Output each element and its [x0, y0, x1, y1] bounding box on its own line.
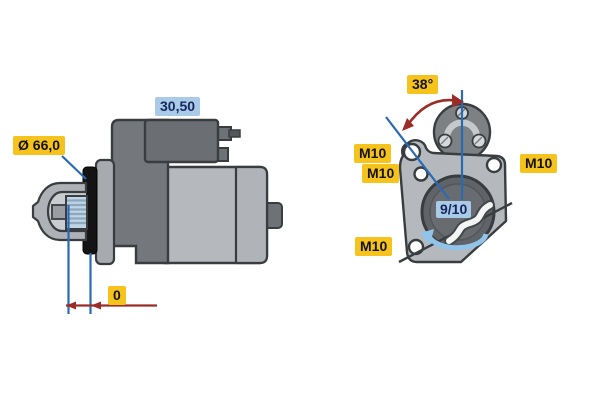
pinion-gear: [65, 195, 88, 230]
angled-reference-line: [385, 116, 450, 200]
mounting-fork: [31, 181, 88, 242]
motor-end-cap: [234, 165, 269, 265]
label-solenoid-length: 30,50: [155, 97, 201, 116]
label-thread-m10-4: M10: [355, 237, 393, 256]
end-view: [385, 90, 513, 264]
rotation-arrowhead: [420, 229, 434, 245]
label-thread-m10-1: M10: [354, 144, 392, 163]
red-dimension-line: [66, 301, 157, 310]
label-pinion-offset: 0: [108, 286, 126, 305]
arc-arrowhead-right: [452, 94, 464, 107]
label-thread-m10-2: M10: [362, 164, 400, 183]
solenoid-bolts: [437, 106, 487, 149]
drive-end-plate: [94, 158, 116, 266]
dimension-arrowhead-left: [66, 301, 76, 310]
blue-dimension-lines-side: [61, 155, 92, 314]
side-view: [31, 118, 283, 314]
diameter-leader-line: [61, 155, 87, 180]
label-thread-m10-3: M10: [520, 154, 558, 173]
bolt-hole-right: [485, 156, 503, 174]
rotation-arrow: [420, 229, 489, 251]
angle-arc-arrow: [402, 94, 464, 131]
dimension-arrowhead-right: [91, 301, 101, 310]
bolt-hole-mid-left: [413, 166, 429, 182]
arc-arrowhead-left: [402, 118, 414, 131]
blue-reference-lines-end: [385, 90, 464, 200]
solenoid-body: [143, 118, 220, 164]
label-pivot-angle: 38°: [407, 75, 439, 94]
barrel-swoosh: [444, 200, 495, 246]
label-pinion-diameter: Ø 66,0: [13, 136, 66, 155]
label-gear-teeth: 9/10: [436, 201, 472, 218]
